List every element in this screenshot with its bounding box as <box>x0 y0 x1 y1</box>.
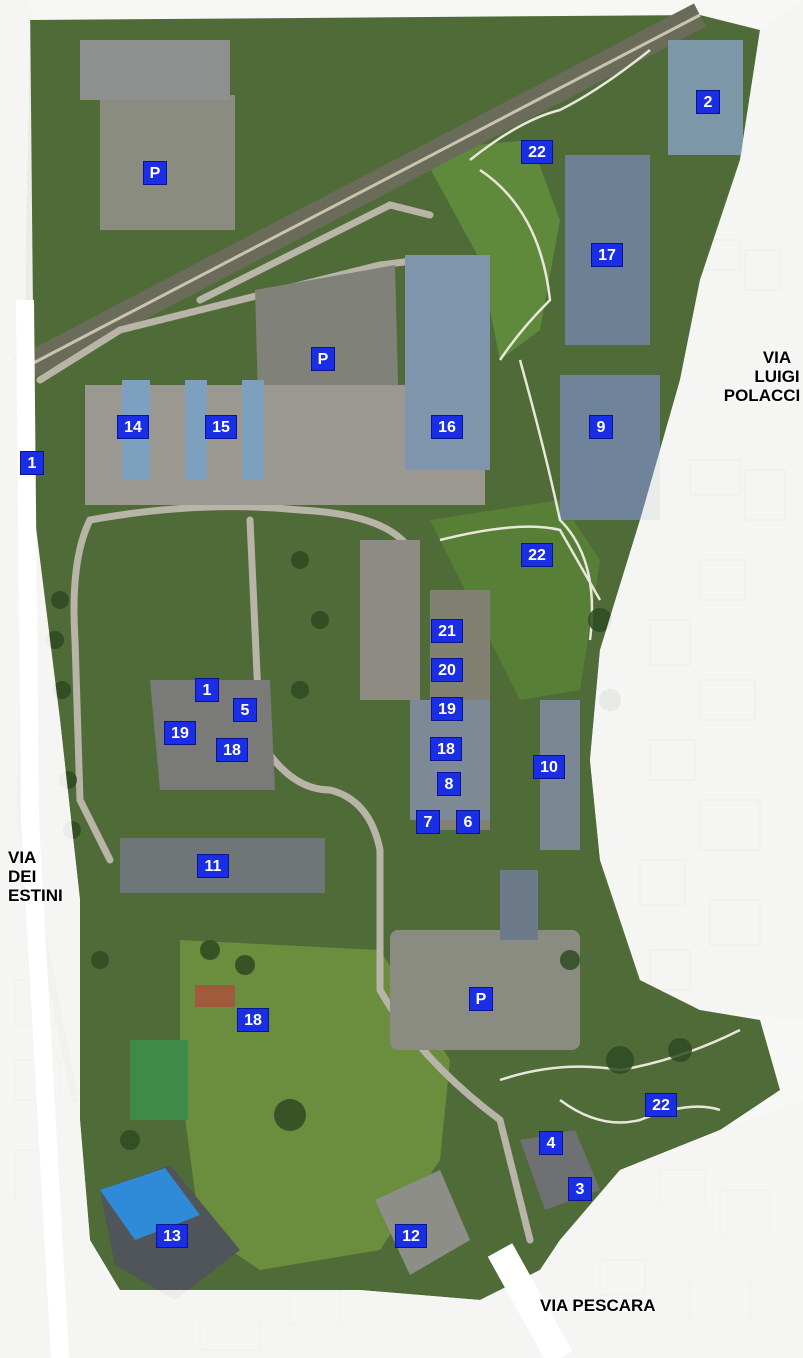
building-marker-18-central[interactable]: 18 <box>216 738 248 762</box>
green-lawn <box>420 140 560 360</box>
building-marker-9[interactable]: 9 <box>589 415 613 439</box>
building-marker-7[interactable]: 7 <box>416 810 440 834</box>
building-marker-5[interactable]: 5 <box>233 698 257 722</box>
parking-marker-central[interactable]: P <box>311 347 335 371</box>
building-marker-6[interactable]: 6 <box>456 810 480 834</box>
building-marker-1-central[interactable]: 1 <box>195 678 219 702</box>
parking-marker-north[interactable]: P <box>143 161 167 185</box>
street-label-line: VIA <box>762 348 792 367</box>
building-marker-15[interactable]: 15 <box>205 415 237 439</box>
via-pescara-road <box>487 1243 573 1358</box>
park-paths <box>439 49 741 1124</box>
city-background-east <box>590 0 803 1020</box>
parking-lot-north <box>100 95 235 230</box>
building-marker-21[interactable]: 21 <box>431 619 463 643</box>
building-marker-2[interactable]: 2 <box>696 90 720 114</box>
building-marker-11[interactable]: 11 <box>197 854 229 878</box>
building-marker-20[interactable]: 20 <box>431 658 463 682</box>
parking-marker-south[interactable]: P <box>469 987 493 1011</box>
street-label-via-dei-vestini: VIA DEI ESTINI <box>8 848 63 905</box>
building-marker-16[interactable]: 16 <box>431 415 463 439</box>
building-marker-17[interactable]: 17 <box>591 243 623 267</box>
park-marker-22-south[interactable]: 22 <box>645 1093 677 1117</box>
building-marker-18-east[interactable]: 18 <box>430 737 462 761</box>
building-marker-3[interactable]: 3 <box>568 1177 592 1201</box>
street-label-line: POLACCI <box>723 386 801 405</box>
building-marker-12[interactable]: 12 <box>395 1224 427 1248</box>
building-marker-13[interactable]: 13 <box>156 1224 188 1248</box>
street-label-via-luigi-polacchi: VIA LUIGI POLACCI <box>724 348 803 405</box>
building-marker-18-south[interactable]: 18 <box>237 1008 269 1032</box>
tennis-courts <box>100 1168 200 1240</box>
city-background-south <box>0 1100 803 1358</box>
sports-field <box>130 1040 188 1120</box>
building-marker-8[interactable]: 8 <box>437 772 461 796</box>
street-label-line: DEI <box>8 867 37 886</box>
street-label-line: LUIGI <box>754 367 800 386</box>
street-label-via-pescara: VIA PESCARA <box>540 1296 656 1315</box>
building-marker-19-central[interactable]: 19 <box>164 721 196 745</box>
building-marker-14[interactable]: 14 <box>117 415 149 439</box>
building-marker-1-west[interactable]: 1 <box>20 451 44 475</box>
building-marker-19-east[interactable]: 19 <box>431 697 463 721</box>
street-label-line: VIA <box>8 848 37 867</box>
park-marker-22-north[interactable]: 22 <box>521 140 553 164</box>
green-lawn-east <box>430 500 600 700</box>
street-label-line: ESTINI <box>8 886 63 905</box>
park-marker-22-central[interactable]: 22 <box>521 543 553 567</box>
building-marker-4[interactable]: 4 <box>539 1131 563 1155</box>
building-marker-10[interactable]: 10 <box>533 755 565 779</box>
